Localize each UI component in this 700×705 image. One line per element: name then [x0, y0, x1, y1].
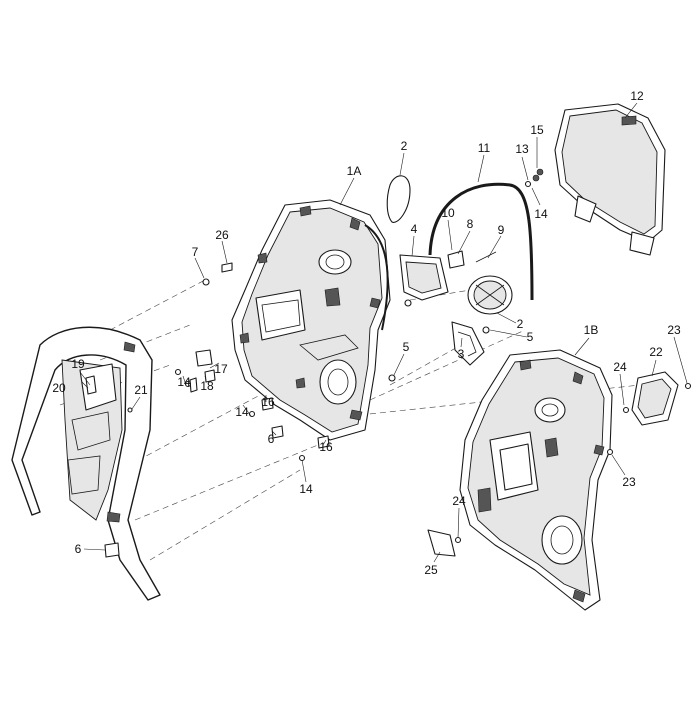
- glove-box-door-12: [554, 103, 666, 256]
- cover-plate-4: [399, 254, 449, 301]
- callout-23-upper: 23: [667, 323, 681, 337]
- callout-3: 3: [458, 347, 465, 361]
- callout-1b: 1B: [584, 323, 599, 337]
- callout-6-bottom: 6: [75, 542, 82, 556]
- callout-5-left: 5: [403, 340, 410, 354]
- callout-20: 20: [52, 381, 66, 395]
- callout-10: 10: [441, 206, 455, 220]
- callout-15: 15: [530, 123, 544, 137]
- callout-2-upper: 2: [401, 139, 408, 153]
- callout-24-lower: 24: [452, 494, 466, 508]
- callout-1a: 1A: [347, 164, 362, 178]
- callout-17: 17: [214, 362, 228, 376]
- callout-4: 4: [411, 222, 418, 236]
- callout-25: 25: [424, 563, 438, 577]
- small-cover-22: [631, 371, 679, 426]
- callout-19: 19: [71, 357, 85, 371]
- callout-14-bottom: 14: [299, 482, 313, 496]
- small-plate-25: [427, 529, 456, 557]
- callout-8: 8: [467, 217, 474, 231]
- bracket-3: [451, 321, 485, 366]
- inner-shield-1a: [231, 199, 391, 441]
- callout-11: 11: [478, 141, 491, 155]
- callout-13: 13: [515, 142, 529, 156]
- callout-24-upper: 24: [613, 360, 627, 374]
- callout-26: 26: [215, 228, 229, 242]
- callout-23-lower: 23: [622, 475, 636, 489]
- front-frame: [11, 326, 161, 601]
- callout-21: 21: [134, 383, 148, 397]
- callout-22: 22: [649, 345, 663, 359]
- leader-lines: [79, 102, 688, 563]
- hardware: [85, 168, 692, 558]
- callout-2-lower: 2: [517, 317, 524, 331]
- edge-seal: [364, 224, 389, 331]
- seal-strip-11: [428, 182, 534, 301]
- callout-14-mid: 14: [177, 375, 191, 389]
- callout-5-right: 5: [527, 330, 534, 344]
- callout-16-left: 16: [261, 395, 275, 409]
- callout-6-mid: 6: [268, 432, 275, 446]
- callout-14-upper: 14: [534, 207, 548, 221]
- callout-18: 18: [200, 379, 214, 393]
- callout-labels: 12 15 13 14 11 2 1A 10 8 9 4 2 5 26 7 5 …: [52, 89, 681, 577]
- callout-16-right: 16: [319, 440, 333, 454]
- callout-7: 7: [192, 245, 199, 259]
- callout-14-low: 14: [235, 405, 249, 419]
- round-grille-2: [467, 275, 513, 315]
- callout-12: 12: [630, 89, 644, 103]
- callout-9: 9: [498, 223, 505, 237]
- inner-shield-1b: [459, 349, 613, 611]
- cap-2-upper: [386, 175, 411, 223]
